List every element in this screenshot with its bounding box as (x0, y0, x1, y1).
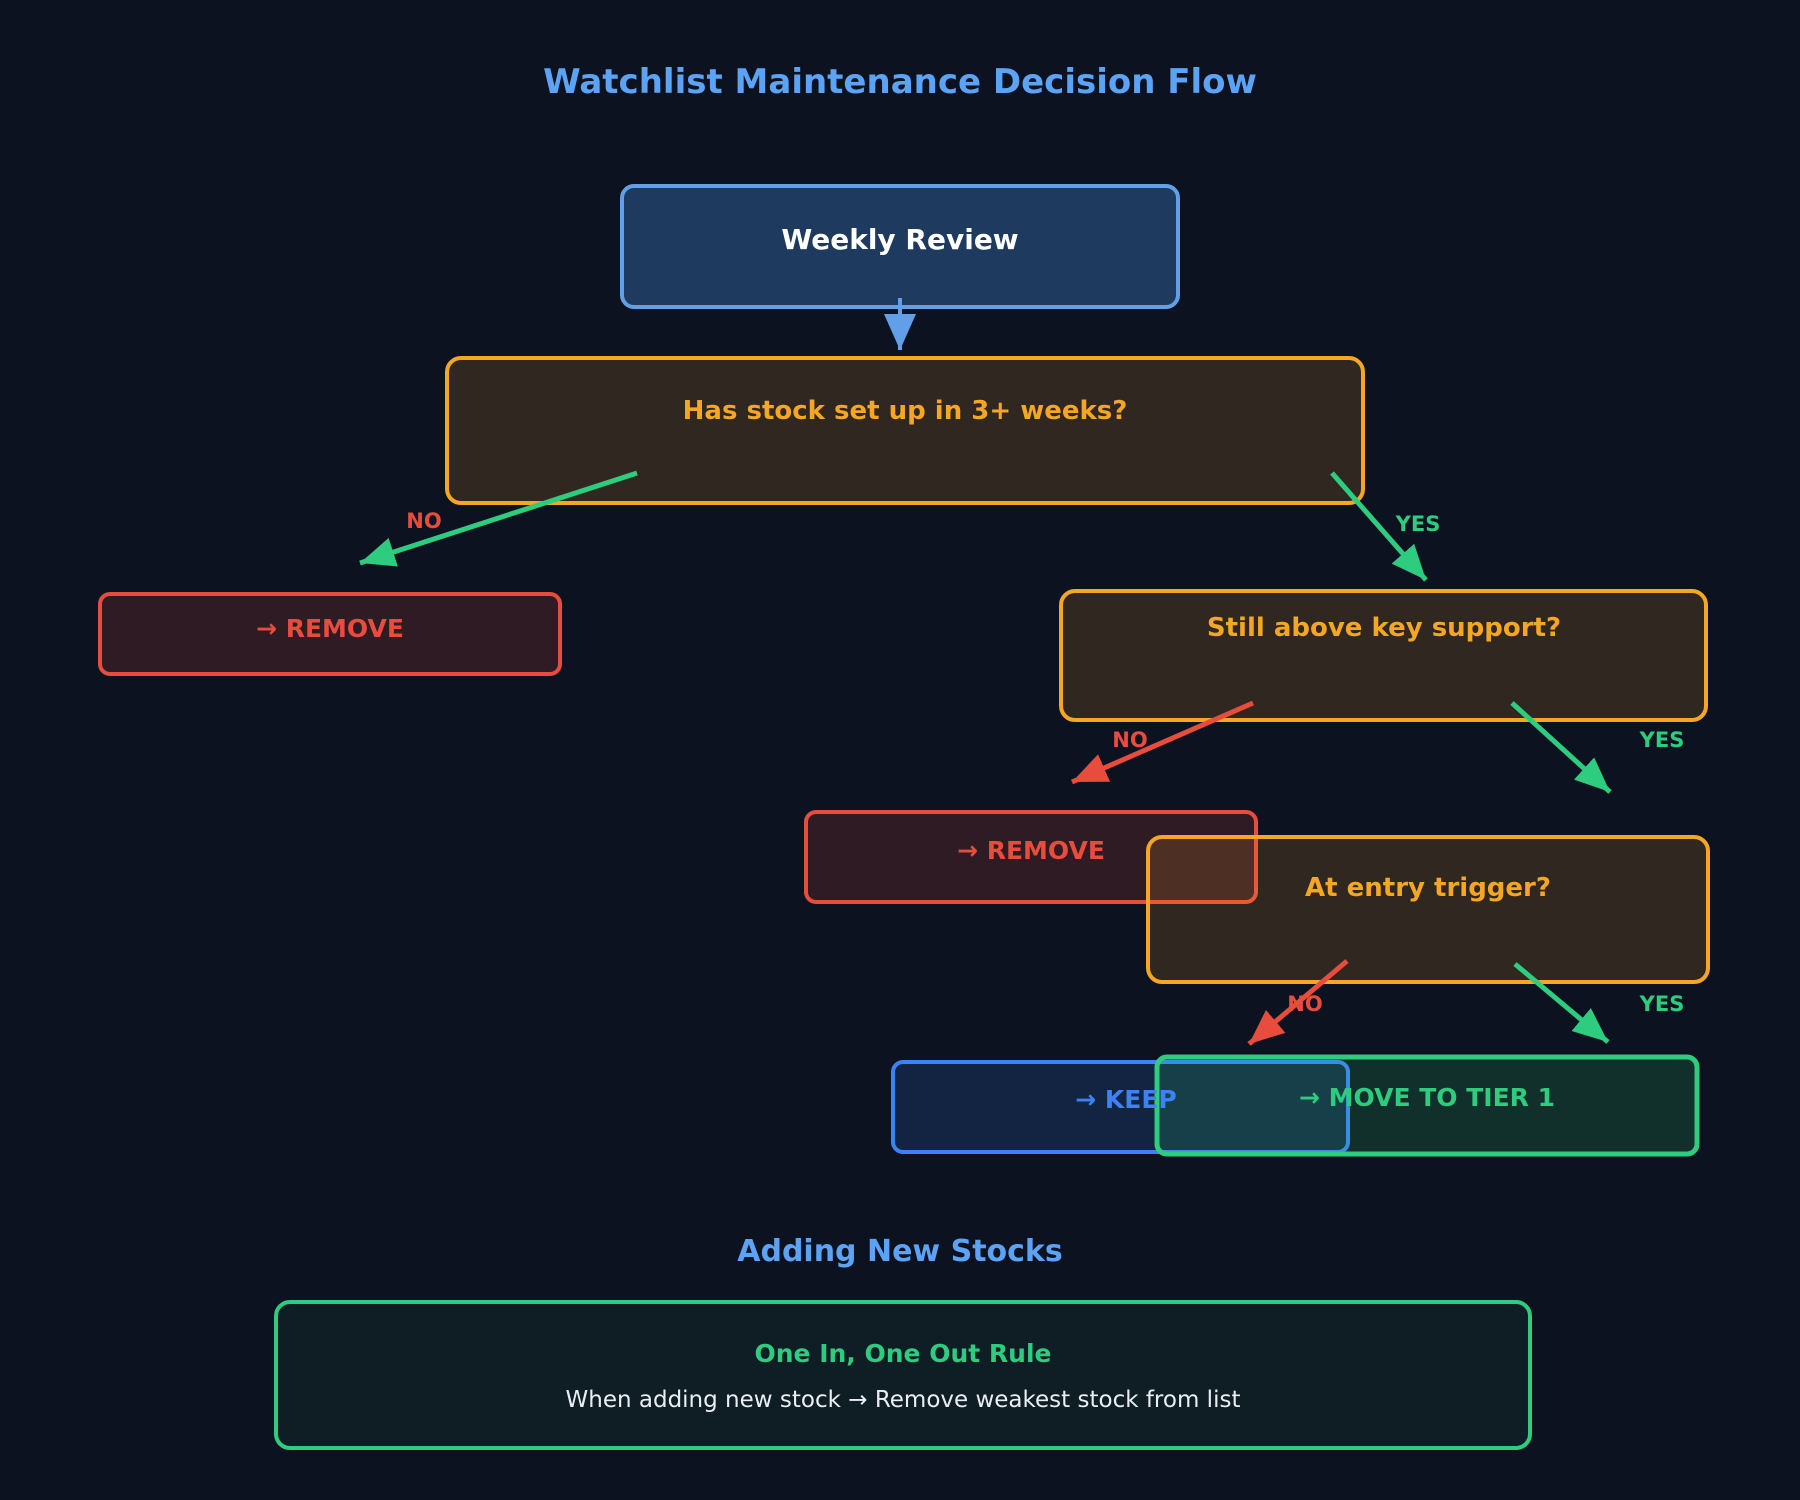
edge-label-trigger-yes: YES (1639, 992, 1685, 1016)
edge-label-support-yes: YES (1639, 728, 1685, 752)
arrow-setup-yes (1330, 471, 1428, 582)
node-remove-mid (804, 810, 1258, 904)
arrow-setup-no (359, 470, 638, 567)
node-question-setup (445, 356, 1365, 505)
edge-label-setup-yes: YES (1395, 512, 1441, 536)
rule-box-title: One In, One Out Rule (755, 1339, 1052, 1368)
section-heading: Adding New Stocks (737, 1234, 1063, 1269)
node-keep (891, 1060, 1350, 1154)
edge-label-setup-no: NO (406, 509, 441, 533)
node-move-to-tier1 (1154, 1054, 1700, 1157)
edge-label-support-no: NO (1112, 728, 1147, 752)
node-keep-label: → KEEP (1075, 1085, 1177, 1114)
node-move-to-tier1-label: → MOVE TO TIER 1 (1299, 1083, 1555, 1112)
rule-box (274, 1300, 1532, 1450)
node-question-setup-label: Has stock set up in 3+ weeks? (683, 396, 1128, 426)
arrow-support-yes (1510, 701, 1612, 794)
node-question-trigger (1146, 835, 1710, 984)
node-remove-mid-label: → REMOVE (957, 836, 1105, 865)
arrow-support-no (1070, 700, 1255, 785)
node-question-support-label: Still above key support? (1207, 613, 1561, 643)
node-remove-left-label: → REMOVE (256, 614, 404, 643)
page-title: Watchlist Maintenance Decision Flow (543, 62, 1257, 102)
rule-box-body: When adding new stock → Remove weakest s… (566, 1387, 1241, 1413)
node-weekly-review-label: Weekly Review (781, 223, 1018, 256)
edge-label-trigger-no: NO (1287, 992, 1322, 1016)
node-question-support (1059, 589, 1708, 722)
arrow-trigger-no (1247, 959, 1349, 1046)
node-remove-left (98, 592, 562, 676)
arrow-trigger-yes (1513, 962, 1610, 1044)
node-question-trigger-label: At entry trigger? (1305, 873, 1551, 903)
